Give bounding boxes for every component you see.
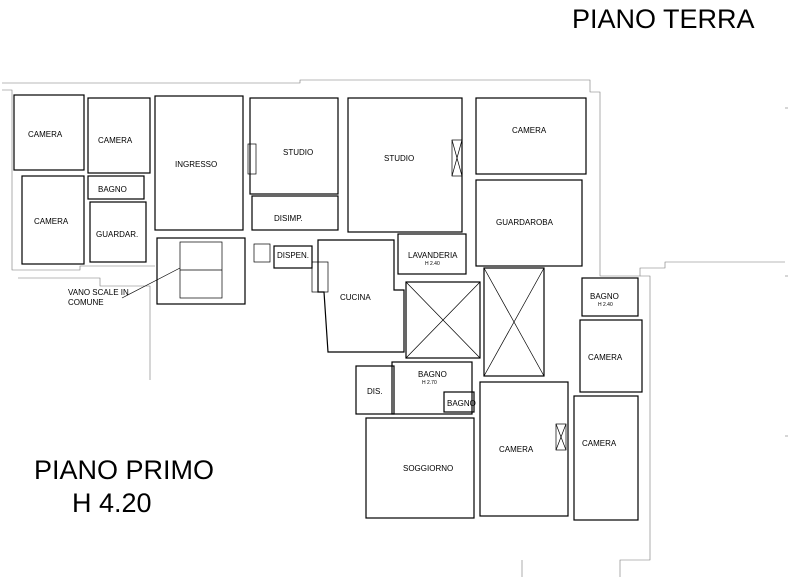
room-bagno-e-height: H 2.40 (598, 302, 613, 308)
room-cucina: CUCINA (340, 293, 371, 302)
room-camera-s: CAMERA (499, 445, 534, 454)
title-piano-terra: PIANO TERRA (572, 4, 755, 34)
room-lavanderia-height: H 2.40 (425, 261, 440, 267)
room-guardar: GUARDAR. (96, 230, 138, 239)
title-height: H 4.20 (72, 488, 152, 518)
title-piano-primo: PIANO PRIMO (34, 455, 214, 485)
building-contour (2, 79, 788, 577)
room-studio-1: STUDIO (283, 148, 313, 157)
room-soggiorno: SOGGIORNO (403, 464, 453, 473)
room-bagno-c: BAGNO (418, 370, 447, 379)
room-dis: DIS. (367, 387, 383, 396)
label-vano-scale-2: COMUNE (68, 298, 104, 307)
room-camera-e2: CAMERA (582, 439, 617, 448)
room-guardaroba: GUARDAROBA (496, 218, 554, 227)
room-camera-nw: CAMERA (28, 130, 63, 139)
label-vano-scale-1: VANO SCALE IN (68, 288, 129, 297)
stair-leader (121, 267, 181, 299)
room-studio-2: STUDIO (384, 154, 414, 163)
room-camera-ne: CAMERA (512, 126, 547, 135)
room-bagno-c-height: H 2.70 (422, 380, 437, 386)
room-bagno-n: BAGNO (98, 185, 127, 194)
room-disimp: DISIMP. (274, 214, 303, 223)
room-ingresso: INGRESSO (175, 160, 217, 169)
room-bagno-e: BAGNO (590, 292, 619, 301)
room-lavanderia: LAVANDERIA (408, 251, 458, 260)
room-dispensa: DISPEN. (277, 251, 309, 260)
room-bagno-small: BAGNO (447, 399, 476, 408)
room-camera-w: CAMERA (34, 217, 69, 226)
room-walls (13, 94, 643, 521)
room-camera-e1: CAMERA (588, 353, 623, 362)
room-camera-n: CAMERA (98, 136, 133, 145)
